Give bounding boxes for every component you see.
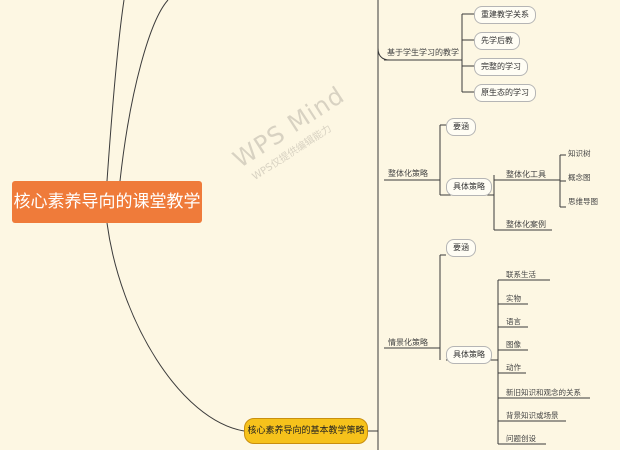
- topic-learn-first[interactable]: 先学后教: [474, 32, 520, 50]
- topic-holistic-tools[interactable]: 整体化工具: [506, 170, 546, 179]
- topic-situational-strategy[interactable]: 情景化策略: [388, 338, 428, 347]
- topic-holistic-meaning[interactable]: 要涵: [446, 118, 476, 136]
- topic-connect-life[interactable]: 联系生活: [506, 270, 536, 279]
- topic-mind-map[interactable]: 思维导图: [568, 197, 598, 206]
- topic-holistic-concrete[interactable]: 具体策略: [446, 178, 492, 196]
- topic-old-new-knowledge[interactable]: 新旧知识和观念的关系: [506, 388, 581, 397]
- root-topic[interactable]: 核心素养导向的课堂教学: [12, 181, 202, 223]
- topic-action[interactable]: 动作: [506, 363, 521, 372]
- topic-complete-learning[interactable]: 完整的学习: [474, 58, 528, 76]
- topic-image[interactable]: 图像: [506, 340, 521, 349]
- topic-language[interactable]: 语言: [506, 317, 521, 326]
- topic-rebuild-relations[interactable]: 重建教学关系: [474, 6, 536, 24]
- topic-holistic-strategy[interactable]: 整体化策略: [388, 169, 428, 178]
- main-branch-topic[interactable]: 核心素养导向的基本教学策略: [244, 418, 368, 444]
- topic-real-objects[interactable]: 实物: [506, 294, 521, 303]
- topic-problem-setting[interactable]: 问题创设: [506, 434, 536, 443]
- topic-native-learning[interactable]: 原生态的学习: [474, 84, 536, 102]
- topic-student-learning[interactable]: 基于学生学习的教学: [387, 48, 459, 57]
- topic-knowledge-tree[interactable]: 知识树: [568, 149, 591, 158]
- topic-situational-concrete[interactable]: 具体策略: [446, 346, 492, 364]
- topic-concept-map[interactable]: 概念图: [568, 173, 591, 182]
- topic-background-scene[interactable]: 背景知识或场景: [506, 411, 559, 420]
- topic-holistic-cases[interactable]: 整体化案例: [506, 220, 546, 229]
- topic-situational-meaning[interactable]: 要涵: [446, 239, 476, 257]
